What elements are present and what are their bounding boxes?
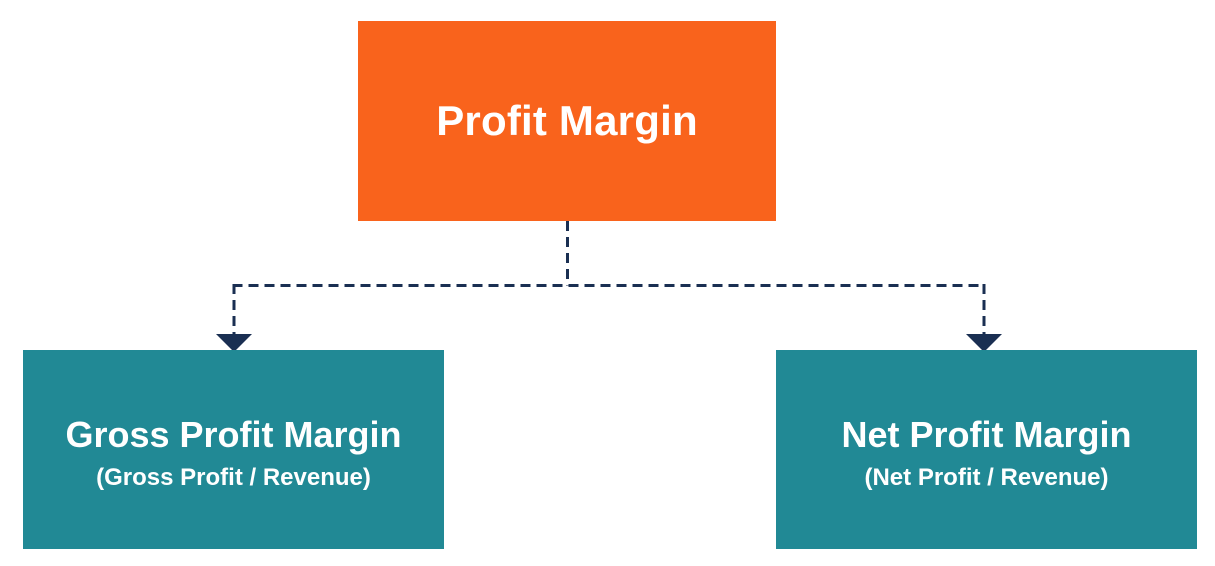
node-net-profit-margin-formula: (Net Profit / Revenue)	[864, 463, 1109, 491]
node-gross-profit-margin-title: Gross Profit Margin	[65, 413, 402, 455]
node-gross-profit-margin-formula: (Gross Profit / Revenue)	[96, 463, 371, 491]
node-profit-margin[interactable]: Profit Margin	[358, 21, 776, 221]
node-net-profit-margin[interactable]: Net Profit Margin (Net Profit / Revenue)	[776, 350, 1197, 549]
node-net-profit-margin-title: Net Profit Margin	[841, 413, 1132, 455]
node-profit-margin-title: Profit Margin	[436, 96, 698, 144]
connector-stem	[232, 221, 986, 336]
node-gross-profit-margin[interactable]: Gross Profit Margin (Gross Profit / Reve…	[23, 350, 444, 549]
